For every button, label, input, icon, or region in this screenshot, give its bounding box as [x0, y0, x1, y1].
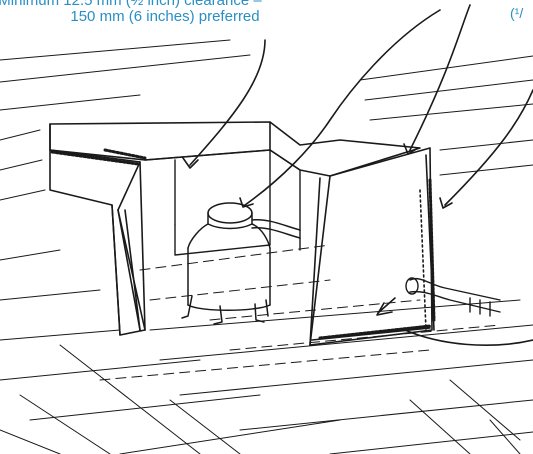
enclosure-back-panel [144, 149, 301, 256]
right-edge-caption-fragment: (¹/ [510, 5, 524, 21]
discharge-pipe [405, 277, 501, 317]
sump-pump [181, 202, 301, 325]
floor-plank-lines [0, 39, 533, 454]
enclosure-left-panel [49, 149, 146, 336]
clearance-caption: Minimum 12.5 mm (½ inch) clearance – 150… [0, 0, 330, 25]
clearance-caption-line-1: Minimum 12.5 mm (½ inch) clearance – [0, 0, 262, 9]
leader-arrows [182, 4, 533, 346]
clearance-caption-line-2: 150 mm (6 inches) preferred [70, 8, 260, 25]
weld-seams [50, 148, 436, 340]
